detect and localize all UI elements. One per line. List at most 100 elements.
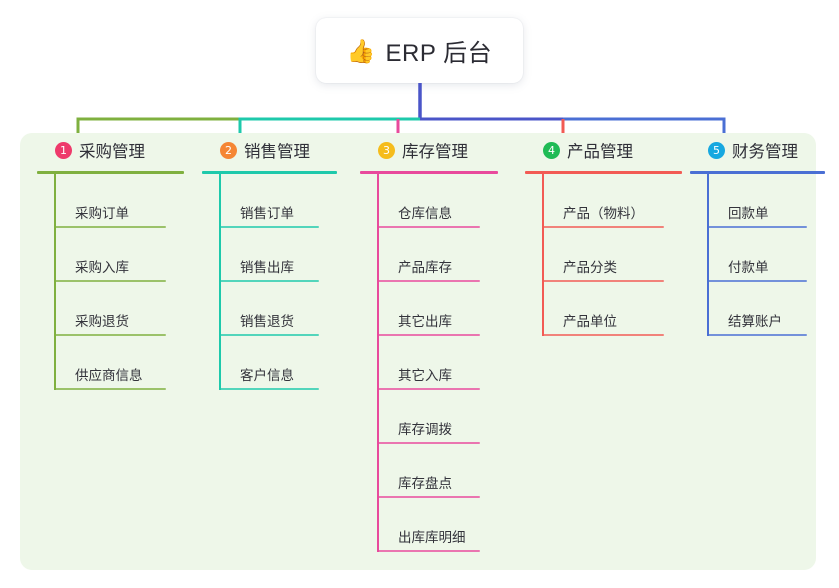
branch-item-label: 产品分类 (563, 260, 617, 275)
branch-column-5: 5 财务管理回款单付款单结算账户 (690, 133, 825, 336)
branch-item-label: 回款单 (728, 206, 769, 221)
branch-item-underline (377, 550, 480, 552)
branch-header-1[interactable]: 1 采购管理 (37, 133, 187, 167)
branch-header-2[interactable]: 2 销售管理 (202, 133, 337, 167)
branch-item-label: 库存盘点 (398, 476, 452, 491)
branch-spine (54, 174, 56, 390)
root-node-card[interactable]: 👍 ERP 后台 (316, 18, 523, 83)
branch-number-badge: 1 (55, 141, 72, 159)
branch-item[interactable]: 产品分类 (525, 228, 675, 282)
branch-underline (690, 171, 825, 174)
branch-item-underline (54, 280, 166, 282)
branch-item-label: 采购订单 (75, 206, 129, 221)
branch-item-underline (542, 226, 664, 228)
branch-item[interactable]: 出库库明细 (360, 498, 505, 552)
branch-item[interactable]: 采购入库 (37, 228, 187, 282)
branch-spine (542, 174, 544, 336)
branch-item-label: 采购入库 (75, 260, 129, 275)
branch-item-label: 其它出库 (398, 314, 452, 329)
branch-item[interactable]: 产品库存 (360, 228, 505, 282)
branch-item-label: 结算账户 (728, 314, 782, 329)
branch-item[interactable]: 付款单 (690, 228, 820, 282)
branch-item-label: 客户信息 (240, 368, 294, 383)
branch-item-underline (377, 496, 480, 498)
branch-title: 财务管理 (732, 143, 798, 161)
branch-item-underline (707, 334, 807, 336)
branch-item-underline (542, 334, 664, 336)
branch-header-5[interactable]: 5 财务管理 (690, 133, 820, 167)
branch-item[interactable]: 销售订单 (202, 174, 337, 228)
branch-item[interactable]: 产品单位 (525, 282, 675, 336)
branch-item-underline (377, 388, 480, 390)
branch-item-label: 产品（物料） (563, 206, 644, 221)
branch-item-underline (54, 226, 166, 228)
branch-underline (525, 171, 682, 174)
branch-underline (202, 171, 337, 174)
branch-item[interactable]: 产品（物料） (525, 174, 675, 228)
root-node-title: ERP 后台 (385, 40, 493, 67)
branch-item-label: 采购退货 (75, 314, 129, 329)
branch-number-badge: 4 (543, 141, 560, 159)
branch-item-underline (377, 334, 480, 336)
branch-column-2: 2 销售管理销售订单销售出库销售退货客户信息 (202, 133, 337, 390)
branch-item[interactable]: 采购订单 (37, 174, 187, 228)
branch-item[interactable]: 采购退货 (37, 282, 187, 336)
branch-title: 产品管理 (567, 143, 633, 161)
branch-item-label: 付款单 (728, 260, 769, 275)
branch-spine (219, 174, 221, 390)
branch-item-underline (219, 280, 319, 282)
branch-column-3: 3 库存管理仓库信息产品库存其它出库其它入库库存调拨库存盘点出库库明细 (360, 133, 505, 552)
branch-item[interactable]: 仓库信息 (360, 174, 505, 228)
branch-title: 销售管理 (244, 143, 310, 161)
branch-items: 销售订单销售出库销售退货客户信息 (202, 174, 337, 390)
branch-item-underline (377, 280, 480, 282)
branch-item-underline (54, 388, 166, 390)
branch-title: 库存管理 (402, 143, 468, 161)
branch-item-underline (377, 226, 480, 228)
branch-item-label: 销售出库 (240, 260, 294, 275)
branch-item[interactable]: 回款单 (690, 174, 820, 228)
branch-item-label: 销售订单 (240, 206, 294, 221)
branch-item-underline (707, 226, 807, 228)
branch-column-4: 4 产品管理产品（物料） 产品分类产品单位 (525, 133, 682, 336)
branch-items: 采购订单采购入库采购退货供应商信息 (37, 174, 187, 390)
branch-item-underline (542, 280, 664, 282)
branch-item-underline (219, 334, 319, 336)
branch-spine (707, 174, 709, 336)
branch-item[interactable]: 销售出库 (202, 228, 337, 282)
branch-item[interactable]: 库存调拨 (360, 390, 505, 444)
branch-item[interactable]: 客户信息 (202, 336, 337, 390)
branch-item[interactable]: 销售退货 (202, 282, 337, 336)
branch-item[interactable]: 其它入库 (360, 336, 505, 390)
branch-header-3[interactable]: 3 库存管理 (360, 133, 505, 167)
branch-items: 回款单付款单结算账户 (690, 174, 820, 336)
branch-item[interactable]: 库存盘点 (360, 444, 505, 498)
branch-items: 产品（物料） 产品分类产品单位 (525, 174, 675, 336)
branch-header-4[interactable]: 4 产品管理 (525, 133, 675, 167)
branch-item-underline (707, 280, 807, 282)
branch-item-label: 销售退货 (240, 314, 294, 329)
branch-item-label: 仓库信息 (398, 206, 452, 221)
branch-item-label: 库存调拨 (398, 422, 452, 437)
branch-title: 采购管理 (79, 143, 145, 161)
branch-column-1: 1 采购管理采购订单采购入库采购退货供应商信息 (37, 133, 187, 390)
branch-number-badge: 5 (708, 141, 725, 159)
branch-underline (37, 171, 184, 174)
branch-item-label: 其它入库 (398, 368, 452, 383)
branch-item-label: 产品库存 (398, 260, 452, 275)
branch-item[interactable]: 供应商信息 (37, 336, 187, 390)
branch-item-label: 出库库明细 (398, 530, 466, 545)
branch-item-underline (219, 388, 319, 390)
branch-item-label: 供应商信息 (75, 368, 143, 383)
branch-item-underline (54, 334, 166, 336)
branch-item-label: 产品单位 (563, 314, 617, 329)
branch-number-badge: 3 (378, 141, 395, 159)
branch-spine (377, 174, 379, 552)
branch-item[interactable]: 结算账户 (690, 282, 820, 336)
branch-item[interactable]: 其它出库 (360, 282, 505, 336)
branch-number-badge: 2 (220, 141, 237, 159)
branch-item-underline (219, 226, 319, 228)
branch-underline (360, 171, 498, 174)
branch-items: 仓库信息产品库存其它出库其它入库库存调拨库存盘点出库库明细 (360, 174, 505, 552)
